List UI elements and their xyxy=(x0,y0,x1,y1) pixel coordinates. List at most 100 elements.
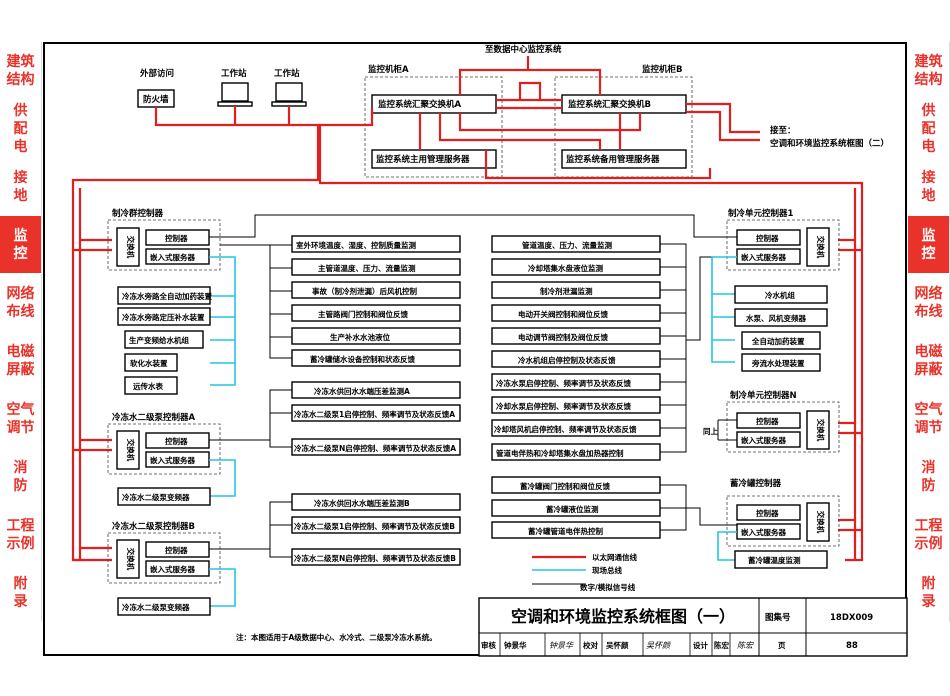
workstation1-label: 工作站 xyxy=(221,68,247,79)
controller-box xyxy=(736,229,801,246)
monitor-point-box xyxy=(491,419,661,437)
connect-to-label: 接至： xyxy=(770,125,796,136)
tab-project-examples[interactable]: 工程 示例 xyxy=(0,506,42,564)
embedded-server-label: 嵌入式服务器 xyxy=(741,252,786,262)
monitor-point-label: 冷却塔集水盘液位监测 xyxy=(528,263,603,273)
monitor-point-box xyxy=(291,404,461,422)
chw-pump-controller-a-frame xyxy=(107,423,221,475)
ethernet-links-top xyxy=(71,56,864,562)
device-label: 冷冻水旁路定压补水装置 xyxy=(122,312,205,322)
cabinet-b-label: 监控机柜B xyxy=(642,64,682,75)
tab-power-supply[interactable]: 供 配 电 xyxy=(0,100,42,158)
tab-grounding[interactable]: 接 地 xyxy=(908,158,950,216)
workstation-icon xyxy=(217,82,253,107)
monitor-point-label: 冷却水泵启停控制、频率调节及状态反馈 xyxy=(496,401,631,411)
switch-label: 交换机 xyxy=(126,439,136,462)
device-label: 水泵、风机变频器 xyxy=(746,313,806,323)
switch-label: 交换机 xyxy=(816,419,826,442)
switch-label: 交换机 xyxy=(126,236,136,259)
controller-label: 控制器 xyxy=(756,508,779,518)
storage-temp-box xyxy=(734,550,828,569)
monitor-point-label: 冷水机组启停控制及状态反馈 xyxy=(518,355,616,365)
tab-appendix[interactable]: 附 录 xyxy=(908,564,950,622)
monitor-point-box xyxy=(291,235,461,253)
tab-network-cabling[interactable]: 网络 布线 xyxy=(0,274,42,332)
monitor-point-box xyxy=(291,349,461,367)
tab-building-structure[interactable]: 建筑 结构 xyxy=(0,42,42,100)
signal-lines-right xyxy=(660,243,737,531)
unit-controller-n-frame xyxy=(726,401,840,453)
fieldbus-storage xyxy=(717,531,737,561)
fieldbus-pump-b xyxy=(209,568,236,607)
tab-em-shielding[interactable]: 电磁 屏蔽 xyxy=(908,332,950,390)
switch-box xyxy=(806,502,830,542)
tab-monitoring[interactable]: 监 控 xyxy=(0,216,42,274)
tab-fire-protection[interactable]: 消 防 xyxy=(0,448,42,506)
left-nav-tabs: 建筑 结构 供 配 电 接 地 监 控 网络 布线 电磁 屏蔽 空气 调节 消 … xyxy=(0,42,42,622)
device-label: 旁流水处理装置 xyxy=(751,358,805,368)
switch-box xyxy=(806,227,830,267)
switch-label: 交换机 xyxy=(126,548,136,571)
tab-air-conditioning[interactable]: 空气 调节 xyxy=(0,390,42,448)
server-backup-label: 监控系统备用管理服务器 xyxy=(566,154,660,165)
controller-label: 控制器 xyxy=(756,416,779,426)
right-nav-tabs: 建筑 结构 供 配 电 接 地 监 控 网络 布线 电磁 屏蔽 空气 调节 消 … xyxy=(908,42,950,622)
tab-air-conditioning[interactable]: 空气 调节 xyxy=(908,390,950,448)
device-label: 生产变频给水机组 xyxy=(129,335,189,345)
monitor-point-label: 蓄冷罐管道电伴热控制 xyxy=(528,526,603,536)
controller-box xyxy=(736,504,801,521)
note-text: 注：本图适用于A级数据中心、水冷式、二级泵冷冻水系统。 xyxy=(236,632,437,642)
switch-box xyxy=(116,539,140,579)
storage-temp-label: 蓄冷罐温度监测 xyxy=(748,555,801,565)
server-main-box xyxy=(371,149,497,169)
tab-building-structure[interactable]: 建筑 结构 xyxy=(908,42,950,100)
device-box xyxy=(124,376,178,395)
monitor-point-box xyxy=(291,381,461,399)
same-above-label: 同上 xyxy=(703,426,718,436)
reviewer-name: 钟景华 xyxy=(504,640,527,650)
monitor-point-box xyxy=(491,350,661,368)
monitor-point-label: 冷冻水泵启停控制、频率调节及状态反馈 xyxy=(496,378,631,388)
tab-monitoring[interactable]: 监 控 xyxy=(908,216,950,274)
embedded-server-label: 嵌入式服务器 xyxy=(741,527,786,537)
switch-label: 交换机 xyxy=(816,236,826,259)
device-box xyxy=(734,308,828,327)
monitor-point-box xyxy=(291,548,461,566)
monitor-point-label: 蓄冷罐储水设备控制和状态反馈 xyxy=(310,354,415,364)
tab-power-supply[interactable]: 供 配 电 xyxy=(908,100,950,158)
device-box xyxy=(124,353,178,372)
monitor-point-label: 冷冻水二级泵N启停控制、频率调节及状态反馈A xyxy=(294,443,456,453)
storage-controller-frame xyxy=(726,495,840,547)
checker-name: 吴怀颜 xyxy=(606,640,629,650)
workstation-icon xyxy=(271,82,307,107)
legend-fieldbus-label: 现场总线 xyxy=(592,565,622,575)
device-box xyxy=(734,285,828,304)
monitor-point-label: 电动开关阀控制和阀位反馈 xyxy=(518,309,608,319)
chw-pump-controller-a-title: 冷冻水二级泵控制器A xyxy=(112,412,196,423)
monitor-point-label: 蓄冷罐阀门控制和阀位反馈 xyxy=(520,481,610,491)
check-label: 校对 xyxy=(583,640,598,650)
tab-em-shielding[interactable]: 电磁 屏蔽 xyxy=(0,332,42,390)
monitor-point-label: 制冷剂泄漏监测 xyxy=(540,286,593,296)
controller-label: 控制器 xyxy=(165,545,188,555)
legend: 以太网通信线 现场总线 数字/模拟信号线 xyxy=(532,552,637,592)
embedded-server-label: 嵌入式服务器 xyxy=(150,455,195,465)
embedded-server-label: 嵌入式服务器 xyxy=(150,252,195,262)
designer-name: 陈宏 xyxy=(714,640,729,650)
monitor-point-box xyxy=(291,327,461,345)
tab-grounding[interactable]: 接 地 xyxy=(0,158,42,216)
monitor-point-box xyxy=(491,443,661,461)
device-label: 软化水装置 xyxy=(130,358,168,368)
cabinet-a-frame xyxy=(364,76,503,178)
tab-appendix[interactable]: 附 录 xyxy=(0,564,42,622)
monitor-point-box xyxy=(291,304,461,322)
monitor-point-label: 冷冻水供回水水端压差监测B xyxy=(314,498,410,508)
firewall-label: 防火墙 xyxy=(143,94,169,105)
cabinet-a-label: 监控机柜A xyxy=(368,64,409,75)
tab-fire-protection[interactable]: 消 防 xyxy=(908,448,950,506)
switch-a-box xyxy=(371,94,497,114)
legend-ethernet-label: 以太网通信线 xyxy=(592,552,637,562)
atlas-label: 图集号 xyxy=(765,612,791,623)
data-center-label: 至数据中心监控系统 xyxy=(485,44,562,55)
device-box xyxy=(117,307,211,326)
